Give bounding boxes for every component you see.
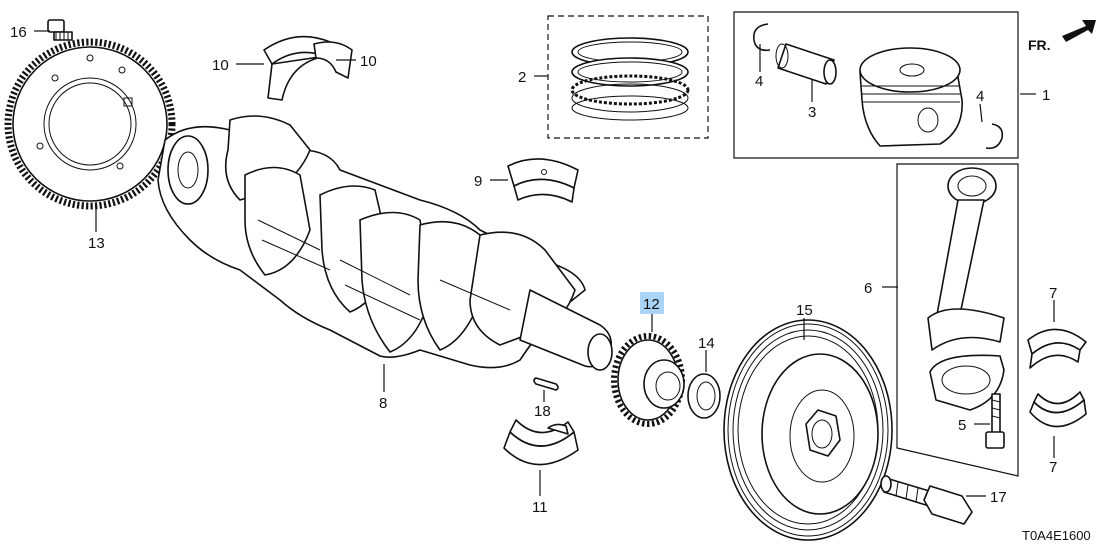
flywheel-bolt[interactable] bbox=[47, 19, 73, 41]
rod-bearing-lower[interactable] bbox=[1029, 391, 1087, 428]
piston[interactable] bbox=[859, 47, 963, 147]
leader-lines bbox=[34, 30, 1055, 497]
thrust-washer-upper[interactable] bbox=[263, 35, 353, 101]
piston-pin[interactable] bbox=[775, 43, 837, 85]
callout-17[interactable]: 17 bbox=[990, 489, 1007, 506]
piston-assembly-box bbox=[733, 11, 1019, 159]
piston-pin-clip-right[interactable] bbox=[985, 123, 1004, 150]
crankshaft-key[interactable] bbox=[533, 377, 559, 391]
crankshaft-washer[interactable] bbox=[687, 373, 721, 419]
pulley-bolt[interactable] bbox=[880, 475, 973, 525]
front-direction-indicator: FR. bbox=[1028, 20, 1096, 53]
callout-13[interactable]: 13 bbox=[88, 235, 105, 252]
callout-10-right[interactable]: 10 bbox=[360, 53, 377, 70]
callout-10-left[interactable]: 10 bbox=[212, 57, 229, 74]
callout-9[interactable]: 9 bbox=[474, 173, 482, 190]
callout-4-right[interactable]: 4 bbox=[976, 88, 984, 105]
crankshaft-pulley[interactable] bbox=[723, 319, 893, 541]
crankshaft-sprocket[interactable] bbox=[611, 333, 685, 427]
main-bearing-lower[interactable] bbox=[503, 419, 579, 466]
diagram-code: T0A4E1600 bbox=[1022, 528, 1091, 543]
selected-part-highlight bbox=[640, 292, 664, 314]
callout-18[interactable]: 18 bbox=[534, 403, 551, 420]
callout-6[interactable]: 6 bbox=[864, 280, 872, 297]
callout-2[interactable]: 2 bbox=[518, 69, 526, 86]
connecting-rod-bolt[interactable] bbox=[985, 393, 1005, 449]
callout-15[interactable]: 15 bbox=[796, 302, 813, 319]
callout-12[interactable]: 12 bbox=[643, 296, 660, 313]
crankshaft[interactable] bbox=[157, 115, 613, 371]
callout-14[interactable]: 14 bbox=[698, 335, 715, 352]
callout-11[interactable]: 11 bbox=[532, 499, 548, 516]
callout-4-left[interactable]: 4 bbox=[755, 73, 763, 90]
connecting-rod-box bbox=[896, 163, 1019, 477]
rod-bearing-upper[interactable] bbox=[1027, 328, 1087, 369]
callout-5[interactable]: 5 bbox=[958, 417, 966, 434]
main-bearing-upper[interactable] bbox=[507, 158, 579, 203]
callout-16[interactable]: 16 bbox=[10, 24, 27, 41]
ring-gear-plate[interactable] bbox=[4, 38, 176, 210]
piston-pin-clip-left[interactable] bbox=[752, 23, 771, 52]
callout-1[interactable]: 1 bbox=[1042, 87, 1050, 104]
callout-8[interactable]: 8 bbox=[379, 395, 387, 412]
piston-ring-set[interactable] bbox=[547, 15, 709, 139]
connecting-rod[interactable] bbox=[927, 167, 1005, 411]
callout-3[interactable]: 3 bbox=[808, 104, 816, 121]
front-direction-label: FR. bbox=[1028, 37, 1051, 53]
callout-7-lower[interactable]: 7 bbox=[1049, 459, 1057, 476]
callout-7-upper[interactable]: 7 bbox=[1049, 285, 1057, 302]
